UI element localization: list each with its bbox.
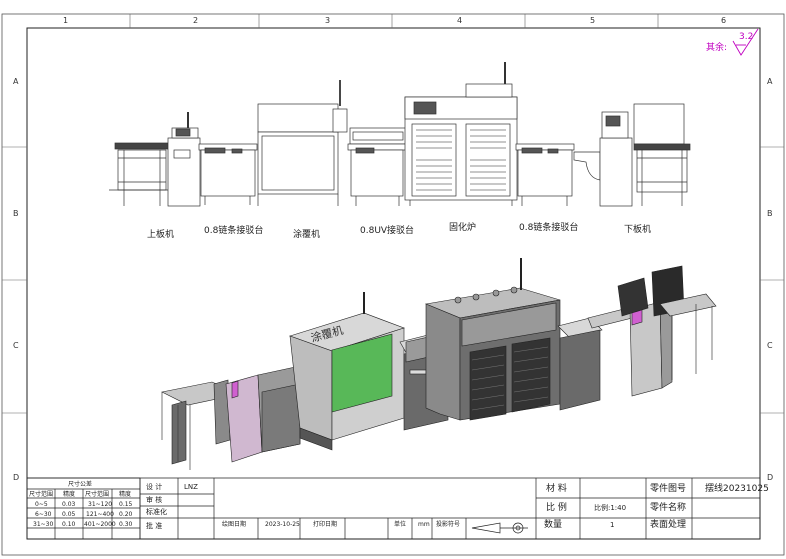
grid-row-d-left: D xyxy=(13,473,19,482)
tolerance-cell: 31~30 xyxy=(33,521,53,528)
tolerance-cell: 121~400 xyxy=(86,511,114,518)
label-coater: 涂覆机 xyxy=(293,228,320,240)
qty-value: 1 xyxy=(610,521,614,529)
surface-treatment-label: 表面处理 xyxy=(650,518,686,530)
design-label: 设 计 xyxy=(146,482,162,491)
tolerance-cell: 0.30 xyxy=(119,521,133,528)
approve-label: 批 准 xyxy=(146,521,162,530)
tolerance-cell: 0~5 xyxy=(35,501,48,508)
loader-machine xyxy=(109,112,201,207)
partname-label: 零件名称 xyxy=(650,501,686,513)
tolerance-cell: 0.10 xyxy=(62,521,76,528)
review-label: 审 核 xyxy=(146,495,162,504)
tolerance-cell: 0.03 xyxy=(62,501,76,508)
label-conveyor-2: 0.8链条接驳台 xyxy=(519,221,578,233)
tolerance-title: 尺寸公差 xyxy=(68,480,92,488)
title-block xyxy=(26,477,760,540)
unloader-machine xyxy=(573,103,691,207)
grid-col-3: 3 xyxy=(325,16,330,25)
drawdate-label: 绘图日期 xyxy=(222,520,246,528)
iso-unloader xyxy=(617,265,717,397)
grid-row-b-right: B xyxy=(767,209,773,218)
grid-col-1: 1 xyxy=(63,16,68,25)
printdate-label: 打印日期 xyxy=(313,520,337,528)
label-uv-conveyor: 0.8UV接驳台 xyxy=(360,224,414,236)
label-unloader: 下板机 xyxy=(624,223,651,235)
surface-finish-label: 其余: xyxy=(706,41,727,53)
material-label: 材 料 xyxy=(546,482,567,494)
tolerance-cell: 0.05 xyxy=(62,511,76,518)
tolerance-header-4: 精度 xyxy=(119,490,131,498)
tolerance-cell: 401~2000 xyxy=(84,521,116,528)
partno-value: 摆线20231025 xyxy=(705,482,769,494)
uv-conveyor xyxy=(347,127,407,206)
iso-loader xyxy=(161,365,301,470)
grid-col-4: 4 xyxy=(457,16,462,25)
label-loader: 上板机 xyxy=(147,228,174,240)
tolerance-header-1: 尺寸范围 xyxy=(29,490,53,498)
grid-col-6: 6 xyxy=(721,16,726,25)
front-elevation-view xyxy=(109,62,691,207)
iso-coater: 涂覆机 xyxy=(289,292,405,451)
drawdate-value: 2023-10-25 xyxy=(265,521,300,528)
unit-value: mm xyxy=(418,521,430,528)
tolerance-cell: 31~120 xyxy=(88,501,112,508)
tolerance-header-2: 精度 xyxy=(63,490,75,498)
grid-ticks xyxy=(2,14,784,414)
tolerance-cell: 0.20 xyxy=(119,511,133,518)
surface-finish-value: 3.2 xyxy=(739,32,753,42)
standard-label: 标准化 xyxy=(146,507,167,516)
grid-row-c-left: C xyxy=(13,341,19,350)
design-value: LNZ xyxy=(184,483,198,491)
tolerance-cell: 0.15 xyxy=(119,501,133,508)
grid-row-a-left: A xyxy=(13,77,19,86)
grid-row-a-right: A xyxy=(767,77,773,86)
grid-col-5: 5 xyxy=(590,16,595,25)
tolerance-cell: 6~30 xyxy=(35,511,52,518)
scale-label: 比 例 xyxy=(546,501,567,513)
scale-value: 比例:1:40 xyxy=(594,503,626,512)
grid-col-2: 2 xyxy=(193,16,198,25)
iso-conveyor-2 xyxy=(557,307,633,411)
partno-label: 零件图号 xyxy=(650,482,686,494)
grid-row-d-right: D xyxy=(767,473,773,482)
conveyor-1 xyxy=(198,143,258,205)
iso-oven xyxy=(424,258,561,421)
coater-machine xyxy=(257,80,348,206)
drawing-frame xyxy=(26,27,761,540)
conveyor-2 xyxy=(515,143,575,206)
unit-label: 单位 xyxy=(394,520,406,528)
label-oven: 固化炉 xyxy=(449,221,476,233)
grid-row-c-right: C xyxy=(767,341,773,350)
projection-symbol xyxy=(471,522,528,534)
label-conveyor-1: 0.8链条接驳台 xyxy=(204,224,263,236)
surface-finish-symbol xyxy=(732,28,759,56)
projection-label: 投影符号 xyxy=(436,520,460,528)
grid-row-b-left: B xyxy=(13,209,19,218)
tolerance-header-3: 尺寸范围 xyxy=(85,490,109,498)
isometric-view: 涂覆机 xyxy=(161,258,717,470)
qty-label: 数量 xyxy=(544,518,562,530)
curing-oven xyxy=(404,62,518,206)
